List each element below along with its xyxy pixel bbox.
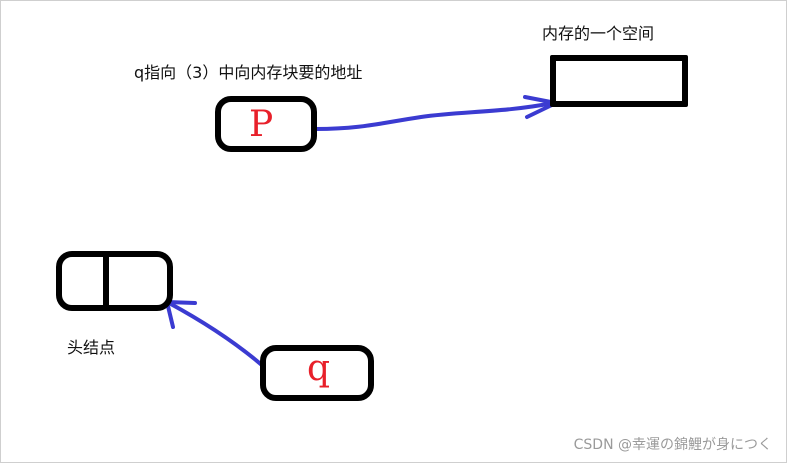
- q-points-to-label: q指向（3）中向内存块要的地址: [134, 63, 363, 82]
- arrow-q-to-head: [167, 301, 273, 375]
- head-node-divider: [103, 254, 109, 308]
- head-node-label: 头结点: [67, 338, 116, 357]
- memory-space-label: 内存的一个空间: [542, 24, 655, 43]
- p-node: [215, 96, 317, 152]
- head-node: [56, 251, 173, 311]
- memory-space-box: [550, 55, 688, 107]
- q-node: [260, 345, 374, 401]
- q-node-letter: q: [307, 348, 331, 389]
- arrow-p-to-memory: [314, 101, 555, 131]
- p-node-letter: P: [249, 104, 274, 145]
- watermark: CSDN @幸運の錦鯉が身につく: [573, 437, 772, 453]
